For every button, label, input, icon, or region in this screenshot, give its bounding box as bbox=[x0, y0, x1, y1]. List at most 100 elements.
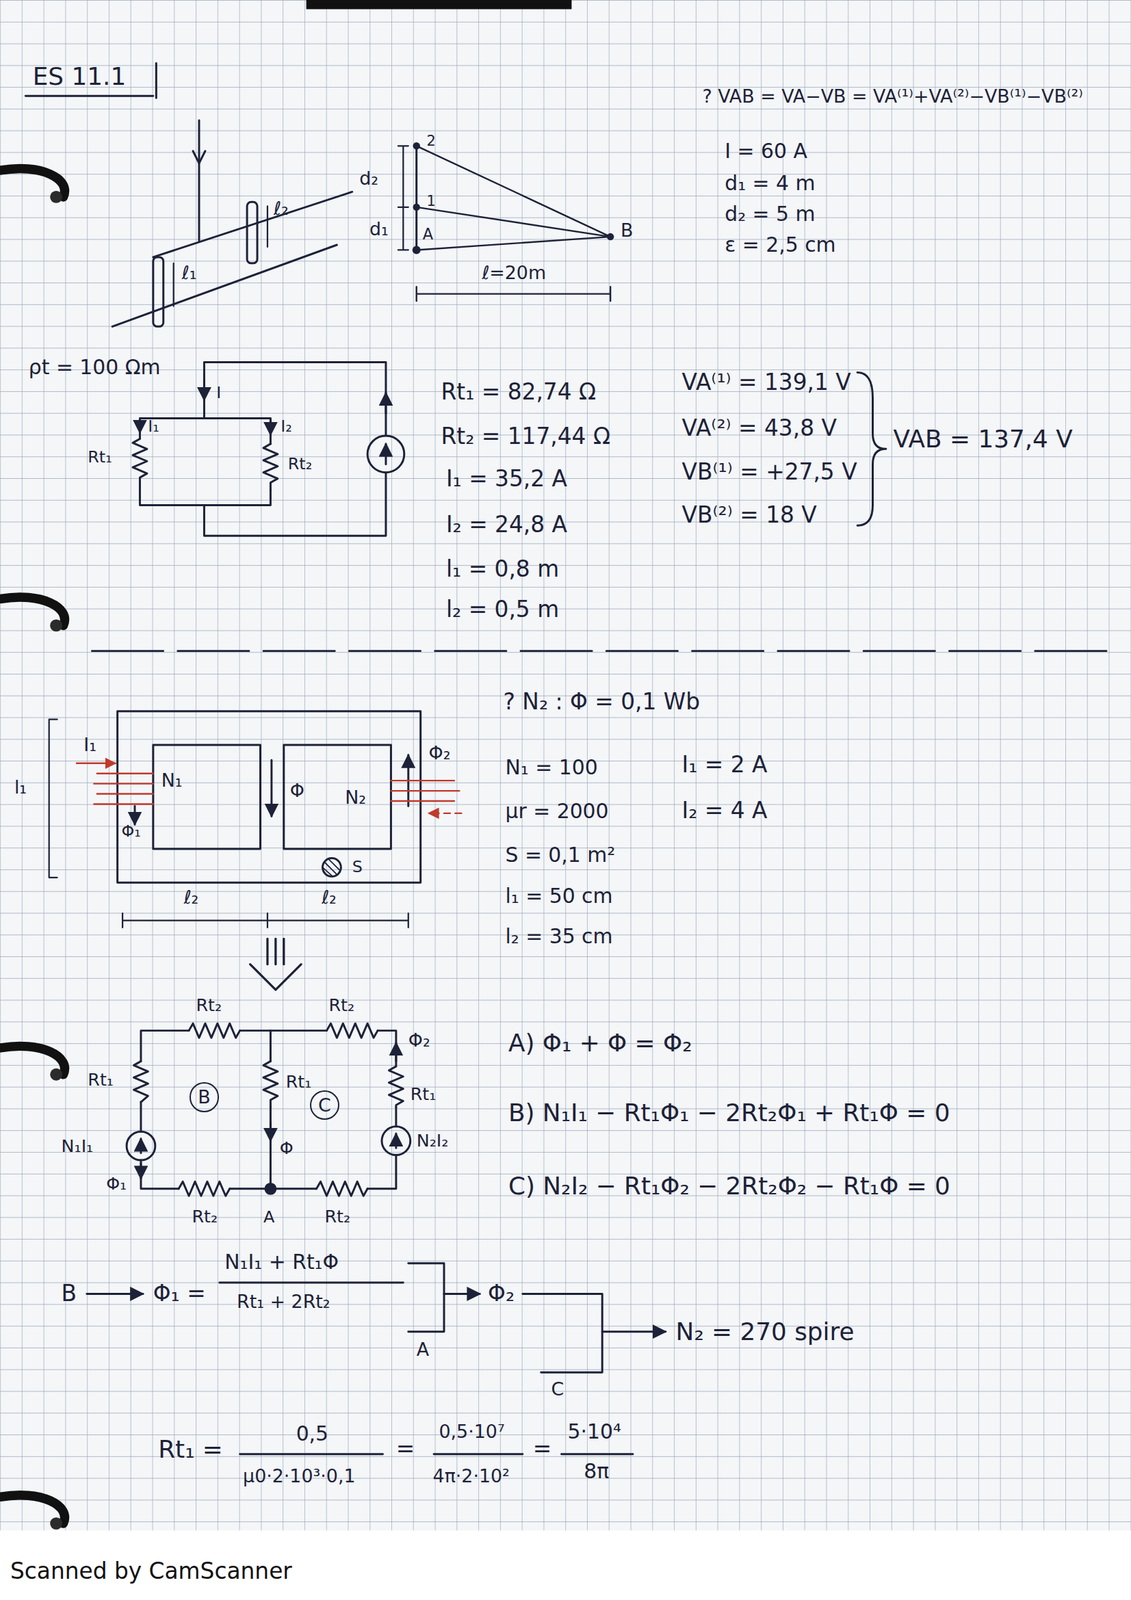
handwritten-note: I₁ bbox=[83, 734, 97, 757]
handwritten-note: Rt₁ bbox=[286, 1072, 312, 1092]
handwritten-note: I = 60 A bbox=[724, 139, 808, 163]
curly-brace bbox=[857, 372, 887, 526]
handwritten-note: Rt₂ bbox=[288, 455, 313, 474]
solution-steps bbox=[86, 1263, 666, 1455]
handwritten-note: l₁ = 50 cm bbox=[504, 884, 613, 908]
handwritten-note: VAB = 137,4 V bbox=[892, 424, 1073, 453]
handwritten-note: 5·10⁴ bbox=[567, 1420, 621, 1444]
handwritten-note: Φ₂ bbox=[429, 743, 451, 765]
handwritten-note: N₂I₂ bbox=[416, 1131, 449, 1151]
handwritten-note: 1 bbox=[426, 192, 436, 210]
handwritten-note: d₁ bbox=[369, 218, 389, 241]
mesh-marker: B bbox=[189, 1082, 220, 1113]
handwritten-note: Φ₁ bbox=[121, 822, 141, 841]
handwritten-note: Rt₁ = bbox=[158, 1435, 224, 1464]
handwritten-note: l₂ = 35 cm bbox=[504, 925, 613, 949]
handwritten-note: l₁ = 0,8 m bbox=[446, 556, 559, 583]
handwritten-note: Rt₂ bbox=[324, 1206, 351, 1227]
handwritten-note: A bbox=[416, 1339, 429, 1361]
handwritten-note: Φ₂ bbox=[487, 1281, 515, 1308]
handwritten-note: Rt₁ bbox=[87, 1070, 114, 1090]
coil-winding bbox=[76, 763, 462, 814]
paper bbox=[0, 0, 1131, 1532]
handwritten-note: ℓ₂ bbox=[273, 198, 289, 220]
handwritten-note: d₁ = 4 m bbox=[724, 171, 815, 195]
handwritten-note: VB⁽¹⁾ = +27,5 V bbox=[682, 459, 858, 486]
handwritten-note: VA⁽¹⁾ = 139,1 V bbox=[682, 370, 852, 397]
divider bbox=[91, 650, 1108, 653]
equivalent-circuit bbox=[126, 1023, 411, 1196]
handwritten-note: B) N₁I₁ − Rt₁Φ₁ − 2Rt₂Φ₁ + Rt₁Φ = 0 bbox=[508, 1098, 951, 1127]
handwritten-note: N₁ bbox=[161, 770, 183, 792]
handwritten-note: I₂ = 4 A bbox=[682, 798, 768, 825]
handwritten-note: N₁ = 100 bbox=[504, 756, 598, 780]
implies-arrow bbox=[250, 938, 302, 991]
handwritten-note: VA⁽²⁾ = 43,8 V bbox=[682, 416, 837, 442]
handwritten-note: d₂ bbox=[359, 168, 379, 190]
handwritten-note: A bbox=[263, 1208, 275, 1227]
handwritten-note: I₂ = 24,8 A bbox=[446, 512, 568, 539]
handwritten-note: I₁ bbox=[147, 417, 160, 436]
handwritten-note: N₂ = 270 spire bbox=[676, 1317, 855, 1346]
geometry-sketch bbox=[398, 145, 611, 302]
handwritten-note: ℓ₂ bbox=[184, 887, 200, 909]
scan-edge bbox=[306, 0, 572, 9]
handwritten-note: 8π bbox=[583, 1460, 609, 1484]
ring-holes bbox=[49, 190, 63, 1530]
handwritten-note: μ0·2·10³·0,1 bbox=[242, 1466, 356, 1488]
handwritten-note: ES 11.1 bbox=[32, 62, 126, 91]
handwritten-note: ? VAB = VA−VB = VA⁽¹⁾+VA⁽²⁾−VB⁽¹⁾−VB⁽²⁾ bbox=[702, 86, 1083, 108]
handwritten-note: d₂ = 5 m bbox=[724, 202, 815, 226]
handwritten-note: VB⁽²⁾ = 18 V bbox=[682, 502, 817, 529]
handwritten-note: C bbox=[551, 1379, 565, 1401]
handwritten-note: N₂ bbox=[344, 787, 367, 809]
handwritten-note: Rt₂ bbox=[195, 995, 222, 1016]
handwritten-note: S bbox=[352, 858, 363, 877]
handwritten-note: Rt₂ bbox=[191, 1206, 218, 1227]
handwritten-note: ℓ=20m bbox=[481, 262, 546, 284]
handwritten-note: 0,5 bbox=[296, 1422, 329, 1446]
handwritten-note: l₂ = 0,5 m bbox=[446, 597, 559, 624]
handwritten-note: Rt₁ + 2Rt₂ bbox=[236, 1291, 331, 1313]
handwritten-note: Rt₁ bbox=[410, 1084, 437, 1105]
handwritten-note: I bbox=[216, 383, 221, 403]
handwritten-note: ? N₂ : Φ = 0,1 Wb bbox=[502, 689, 700, 716]
handwritten-note: 2 bbox=[426, 132, 436, 150]
magnetic-core bbox=[49, 711, 421, 928]
handwritten-note: B bbox=[620, 220, 633, 242]
handwritten-note: N₁I₁ + Rt₁Φ bbox=[224, 1250, 339, 1274]
handwritten-note: I₁ = 35,2 A bbox=[446, 466, 568, 493]
handwritten-note: l₁ bbox=[14, 777, 27, 799]
mesh-marker: C bbox=[309, 1090, 341, 1121]
handwritten-note: C) N₂I₂ − Rt₁Φ₂ − 2Rt₂Φ₂ − Rt₁Φ = 0 bbox=[508, 1172, 951, 1201]
handwritten-note: N₁I₁ bbox=[61, 1136, 94, 1157]
handwritten-note: Φ₁ bbox=[106, 1174, 127, 1194]
electrode-illustration bbox=[112, 120, 353, 327]
handwritten-note: B bbox=[61, 1281, 78, 1308]
handwritten-note: Rt₂ bbox=[328, 995, 355, 1016]
handwritten-note: I₁ = 2 A bbox=[682, 752, 768, 779]
mesh-label: B bbox=[197, 1087, 211, 1108]
handwritten-note: S = 0,1 m² bbox=[504, 843, 616, 867]
handwritten-note: ℓ₂ bbox=[321, 887, 337, 909]
scanner-band bbox=[0, 1531, 1131, 1600]
handwritten-note: A bbox=[422, 225, 434, 244]
grid bbox=[0, 0, 1131, 1532]
handwritten-note: ρt = 100 Ωm bbox=[28, 355, 161, 380]
handwritten-note: A) Φ₁ + Φ = Φ₂ bbox=[508, 1029, 693, 1058]
handwritten-note: Rt₁ = 82,74 Ω bbox=[440, 379, 596, 406]
handwritten-note: ℓ₁ bbox=[182, 262, 198, 284]
scanner-credit: Scanned by CamScanner bbox=[10, 1559, 293, 1586]
handwritten-note: = bbox=[396, 1436, 416, 1463]
handwritten-note: μr = 2000 bbox=[504, 799, 609, 824]
handwritten-note: Rt₁ bbox=[87, 448, 113, 467]
handwritten-note: Φ bbox=[279, 1138, 294, 1159]
mesh-label: C bbox=[318, 1095, 332, 1116]
handwritten-note: 0,5·10⁷ bbox=[439, 1421, 505, 1443]
handwritten-note: = bbox=[533, 1436, 553, 1463]
handwritten-note: Φ₂ bbox=[408, 1030, 431, 1052]
earthing-circuit bbox=[132, 362, 405, 537]
handwritten-note: Φ₁ = bbox=[153, 1281, 206, 1308]
handwritten-note: I₂ bbox=[280, 417, 293, 436]
